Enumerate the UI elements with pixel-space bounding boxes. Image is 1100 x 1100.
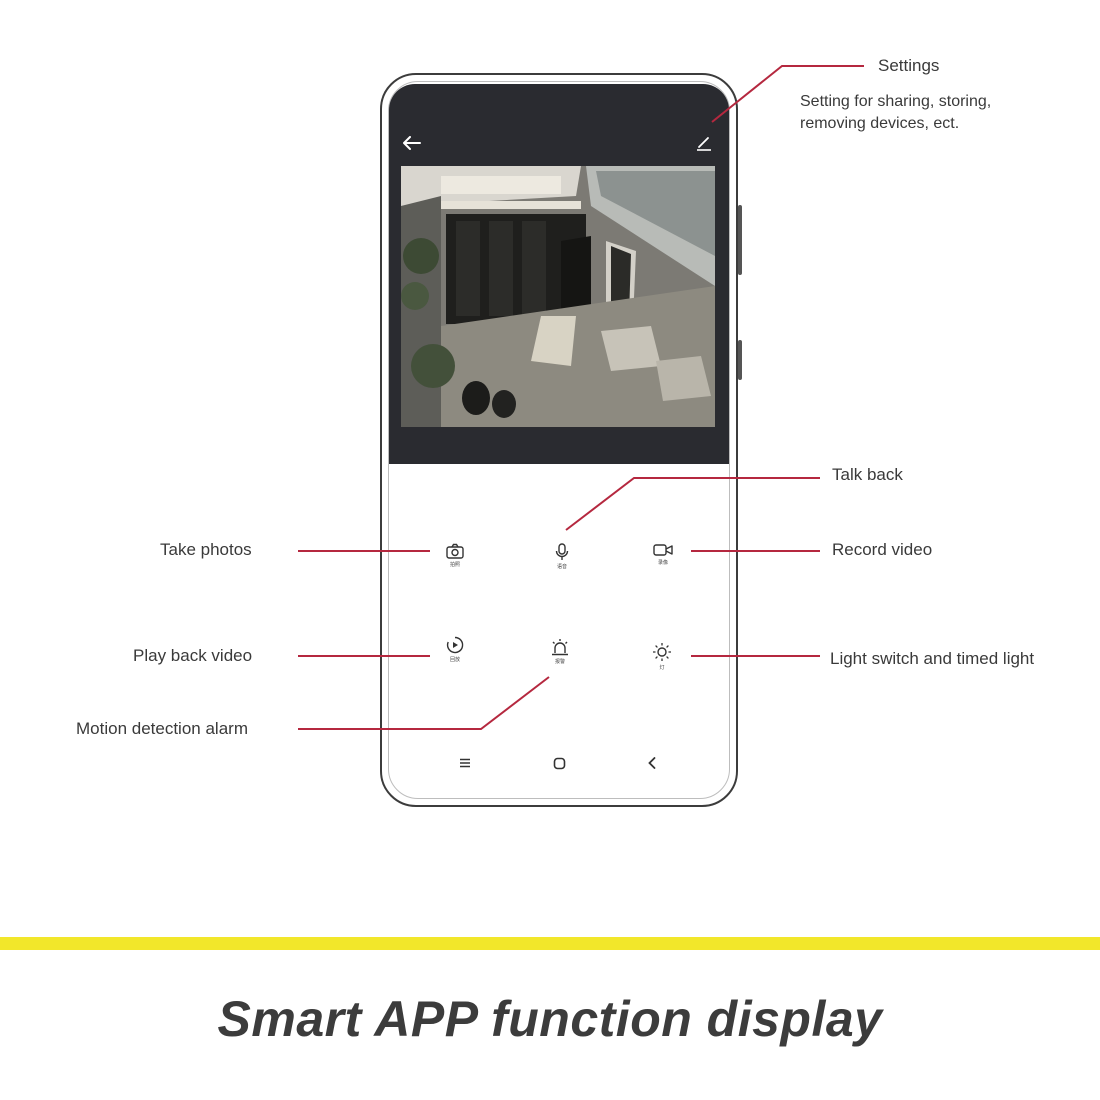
- volume-button: [738, 205, 742, 275]
- page-title: Smart APP function display: [217, 991, 883, 1047]
- back-chevron-icon[interactable]: [642, 753, 662, 773]
- camera-live-view[interactable]: [401, 166, 715, 427]
- power-button: [738, 340, 742, 380]
- motion-alarm-button[interactable]: 报警: [530, 638, 590, 684]
- back-arrow-icon[interactable]: [400, 132, 424, 154]
- motion-alarm-leader-line: [298, 676, 550, 730]
- settings-desc-line2: removing devices, ect.: [800, 115, 960, 132]
- light-switch-callout: Light switch and timed light: [830, 649, 1035, 668]
- playback-icon: [446, 636, 464, 654]
- take-photos-callout: Take photos: [160, 540, 252, 559]
- microphone-icon: [555, 543, 569, 560]
- settings-leader-line: [711, 65, 864, 123]
- play-back-sublabel: 回放: [449, 657, 460, 663]
- motion-alarm-sublabel: 报警: [554, 659, 565, 665]
- motion-alarm-callout: Motion detection alarm: [76, 719, 248, 738]
- play-back-callout: Play back video: [133, 646, 253, 665]
- phone-bezel: [388, 81, 730, 799]
- edit-pencil-icon[interactable]: [692, 132, 716, 154]
- record-video-callout: Record video: [832, 540, 933, 559]
- yellow-divider-bar: [0, 937, 1100, 950]
- take-photo-sublabel: 拍照: [449, 562, 460, 568]
- sun-light-icon: [653, 643, 671, 661]
- record-video-button[interactable]: 录像: [633, 543, 693, 589]
- light-switch-sublabel: 灯: [659, 665, 665, 671]
- take-photo-button[interactable]: 拍照: [425, 543, 485, 589]
- camera-icon: [446, 543, 464, 559]
- alarm-siren-icon: [552, 639, 568, 656]
- callout-lines: [298, 65, 864, 730]
- settings-callout-desc: Setting for sharing, storing, removing d…: [800, 91, 991, 135]
- talk-back-callout: Talk back: [832, 465, 903, 484]
- talk-back-leader-line: [565, 477, 820, 531]
- settings-callout-title: Settings: [878, 56, 940, 75]
- settings-desc-line1: Setting for sharing, storing,: [800, 93, 992, 110]
- light-switch-button[interactable]: 灯: [632, 642, 692, 688]
- talk-back-sublabel: 语音: [556, 564, 567, 570]
- video-camera-icon: [653, 544, 673, 556]
- record-video-sublabel: 录像: [657, 560, 668, 566]
- menu-icon[interactable]: [455, 753, 475, 773]
- talk-back-button[interactable]: 语音: [532, 543, 592, 589]
- play-back-button[interactable]: 回放: [425, 636, 485, 682]
- home-icon[interactable]: [549, 753, 569, 773]
